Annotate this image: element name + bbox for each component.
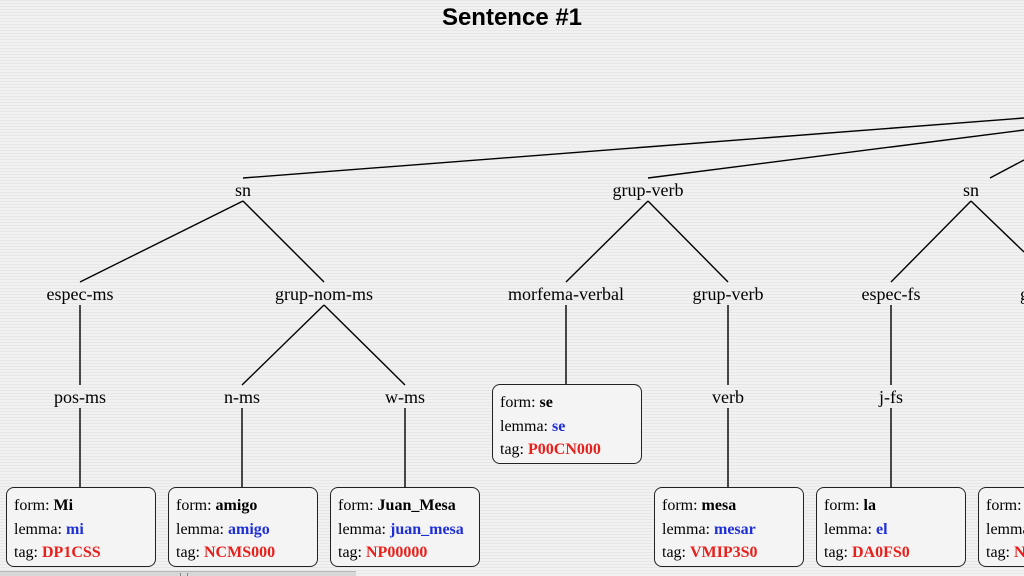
node-sn-2: sn [962, 180, 980, 200]
leaf-tag-row: tag: N [986, 541, 1024, 565]
leaf-form-row: form: [986, 497, 1022, 514]
leaf-form-value: mesa [701, 497, 737, 514]
node-sn: sn [234, 180, 252, 200]
edge-sn1-grup-nom-ms [242, 200, 325, 283]
leaf-lemma-row: lemma: mesar [662, 520, 756, 538]
edge-sn1-espec-ms [79, 200, 244, 283]
edge-sn2-espec-fs [890, 200, 972, 283]
node-pos-ms: pos-ms [53, 387, 107, 407]
node-gr-cut: gr [1018, 283, 1024, 305]
edge-grup-nom-ms-w-ms [323, 304, 406, 386]
leaf-form-row: form: la [824, 497, 876, 514]
leaf-tag-value: DA0FS0 [852, 544, 910, 561]
leaf-box-mesa: form: mesa lemma: mesar tag: VMIP3S0 [654, 487, 804, 567]
node-grup-verb: grup-verb [612, 180, 684, 200]
leaf-box-cut: form: lemma: tag: N [978, 487, 1024, 567]
leaf-form-value: la [863, 497, 876, 514]
node-verb: verb [712, 387, 744, 407]
leaf-tag-row: tag: DP1CSS [14, 544, 101, 561]
leaf-lemma-value: juan_mesa [389, 520, 464, 538]
edge-root-sn1 [242, 117, 1024, 179]
edge-grup-verb-1-morfema [565, 200, 649, 283]
leaf-tag-value: DP1CSS [42, 544, 101, 561]
leaf-tag-value: NP00000 [366, 544, 428, 561]
leaf-form-row: form: Mi [14, 497, 74, 514]
leaf-tag-row: tag: DA0FS0 [824, 544, 910, 561]
leaf-form-row: form: Juan_Mesa [338, 497, 456, 514]
leaf-form-row: form: se [500, 394, 553, 411]
leaf-lemma-value: mi [65, 520, 84, 538]
node-morfema-verbal: morfema-verbal [508, 284, 624, 304]
leaf-form-row: form: amigo [176, 497, 258, 514]
edge-grup-verb-1-grup-verb-2 [647, 200, 729, 283]
edge-sn2-gr [970, 200, 1024, 253]
leaf-box-mi: form: Mi lemma: mi tag: DP1CSS [6, 487, 156, 567]
leaf-tag-row: tag: NCMS000 [176, 544, 276, 561]
leaf-tag-row: tag: VMIP3S0 [662, 544, 758, 561]
leaf-tag-value: N [1014, 544, 1024, 561]
node-grup-nom-ms: grup-nom-ms [275, 284, 373, 304]
node-n-ms: n-ms [224, 387, 260, 407]
edge-grup-nom-ms-n-ms [241, 304, 325, 386]
leaf-lemma-row: lemma: mi [14, 520, 84, 538]
leaf-box-la: form: la lemma: el tag: DA0FS0 [816, 487, 966, 567]
leaf-lemma-row: lemma: [986, 520, 1024, 538]
leaf-lemma-row: lemma: se [500, 417, 566, 435]
node-espec-ms: espec-ms [46, 284, 114, 304]
leaf-tag-row: tag: NP00000 [338, 544, 428, 561]
leaf-form-value: amigo [215, 497, 258, 514]
node-j-fs: j-fs [879, 387, 903, 407]
leaf-lemma-value: mesar [713, 520, 756, 538]
leaf-lemma-row: lemma: amigo [176, 520, 270, 538]
leaf-box-amigo: form: amigo lemma: amigo tag: NCMS000 [168, 487, 318, 567]
node-w-ms: w-ms [385, 387, 425, 407]
leaf-lemma-value: se [551, 417, 566, 435]
leaf-form-value: Mi [53, 497, 74, 514]
leaf-form-value: se [539, 394, 553, 411]
scrollbar-grip-icon[interactable] [180, 573, 188, 576]
page-title: Sentence #1 [441, 4, 583, 31]
leaf-lemma-row: lemma: el [824, 520, 888, 538]
leaf-form-row: form: mesa [662, 497, 737, 514]
edge-root-grup-verb-1 [647, 129, 1024, 179]
leaf-form-value: Juan_Mesa [377, 497, 456, 514]
leaf-lemma-value: amigo [227, 520, 270, 538]
node-grup-verb-child: grup-verb [692, 284, 764, 304]
leaf-lemma-value: el [875, 520, 888, 538]
leaf-lemma-row: lemma: juan_mesa [338, 520, 464, 538]
leaf-tag-row: tag: P00CN000 [500, 441, 601, 458]
node-espec-fs: espec-fs [861, 284, 921, 304]
leaf-box-se: form: se lemma: se tag: P00CN000 [492, 384, 642, 464]
leaf-tag-value: NCMS000 [204, 544, 276, 561]
leaf-box-juan-mesa: form: Juan_Mesa lemma: juan_mesa tag: NP… [330, 487, 480, 567]
edge-root-sn2 [989, 159, 1024, 179]
horizontal-scrollbar[interactable] [0, 571, 356, 576]
leaf-tag-value: VMIP3S0 [690, 544, 758, 561]
leaf-tag-value: P00CN000 [528, 441, 601, 458]
